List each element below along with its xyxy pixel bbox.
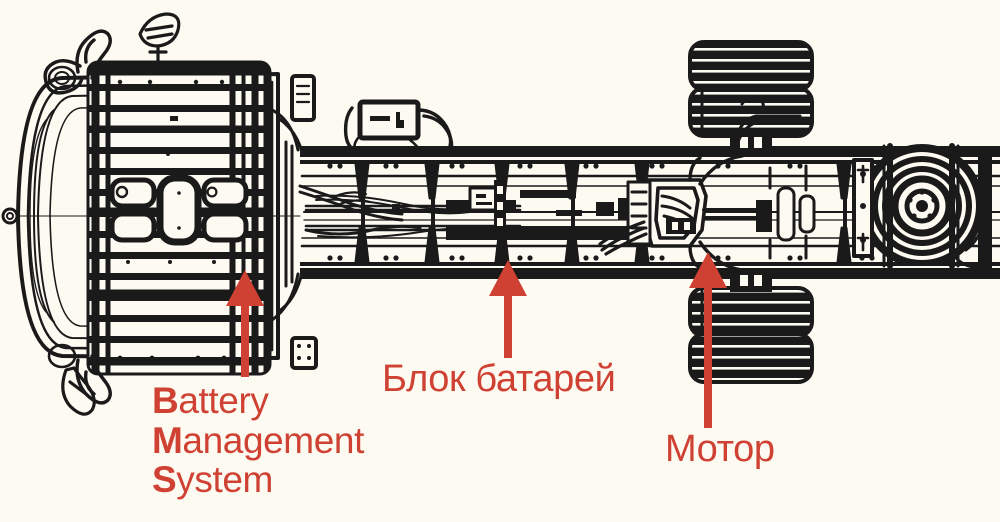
spare-tire	[852, 143, 992, 270]
bms-line-2: Management	[152, 419, 364, 461]
callout-label-battery-pack: Блок батарей	[382, 358, 616, 400]
motor-assembly	[598, 95, 816, 272]
callout-label-motor: Мотор	[665, 428, 775, 470]
front-equipment	[270, 74, 454, 370]
rear-wheels	[688, 40, 814, 384]
bms-line-1: Battery	[152, 381, 364, 421]
arrow-battery-pack	[489, 260, 527, 358]
bms-rest-attery: attery	[178, 380, 269, 421]
bms-cap-m: M	[152, 419, 183, 461]
callout-arrows	[226, 252, 727, 428]
bms-rest-ystem: ystem	[176, 459, 273, 501]
callout-label-bms: Battery Management System	[152, 381, 364, 500]
arrow-motor	[689, 252, 727, 428]
bms-cap-b: B	[152, 380, 179, 421]
bms-cap-s: S	[152, 459, 177, 501]
bms-rest-anagement: anagement	[182, 419, 364, 461]
arrow-bms	[226, 270, 264, 377]
cab-assembly	[1, 12, 301, 416]
bms-line-3: System	[152, 460, 364, 500]
